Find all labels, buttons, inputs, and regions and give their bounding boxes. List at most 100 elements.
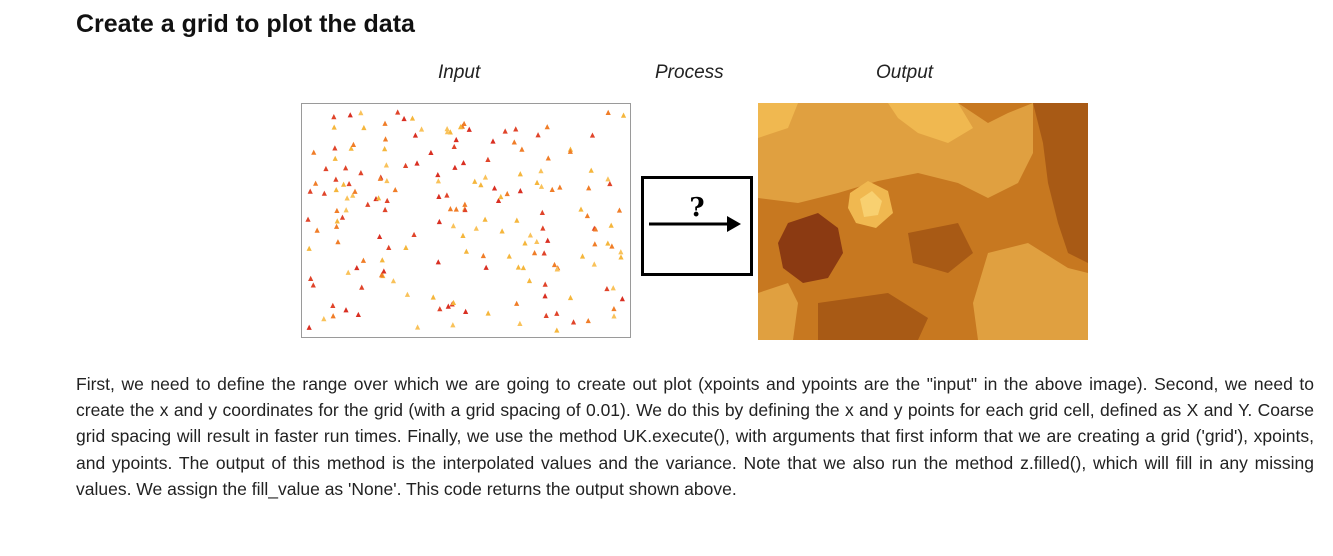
input-data-point bbox=[616, 207, 623, 213]
input-data-point bbox=[343, 307, 349, 313]
input-data-point bbox=[452, 164, 458, 170]
input-data-point bbox=[462, 206, 468, 213]
input-data-point bbox=[460, 159, 467, 166]
input-data-point bbox=[333, 186, 339, 193]
section-heading: Create a grid to plot the data bbox=[76, 10, 415, 38]
input-data-point bbox=[321, 316, 327, 322]
input-data-point bbox=[543, 312, 549, 319]
input-data-point bbox=[611, 305, 617, 312]
input-data-point bbox=[352, 188, 358, 194]
input-data-point bbox=[515, 264, 521, 270]
input-data-point bbox=[592, 226, 599, 232]
input-data-point bbox=[343, 165, 349, 171]
input-data-point bbox=[358, 170, 364, 176]
output-interpolated-image bbox=[758, 103, 1088, 340]
input-data-point bbox=[450, 299, 457, 306]
input-data-point bbox=[514, 300, 520, 306]
input-data-point bbox=[545, 237, 551, 243]
input-data-point bbox=[346, 180, 352, 187]
input-data-point bbox=[608, 222, 614, 228]
input-data-point bbox=[511, 139, 517, 145]
input-data-point bbox=[527, 232, 533, 238]
input-data-point bbox=[491, 185, 498, 191]
input-data-point bbox=[378, 272, 385, 278]
input-data-point bbox=[478, 182, 484, 188]
input-data-point bbox=[611, 313, 617, 319]
input-data-point bbox=[365, 201, 371, 207]
input-data-point bbox=[517, 320, 523, 326]
input-data-point bbox=[462, 201, 468, 207]
input-data-point bbox=[605, 109, 611, 116]
input-scatter-plot bbox=[305, 109, 627, 333]
input-data-point bbox=[499, 228, 505, 234]
input-data-point bbox=[485, 156, 491, 162]
input-data-point bbox=[437, 306, 443, 312]
input-data-point bbox=[460, 232, 466, 238]
input-data-point bbox=[314, 227, 320, 233]
input-data-point bbox=[588, 167, 594, 173]
input-data-point bbox=[307, 188, 313, 194]
input-data-point bbox=[618, 249, 624, 255]
input-data-point bbox=[414, 160, 420, 166]
input-data-point bbox=[308, 275, 314, 281]
input-data-point bbox=[334, 207, 340, 214]
input-data-point bbox=[306, 245, 312, 251]
input-data-point bbox=[495, 197, 502, 203]
input-data-point bbox=[360, 257, 367, 263]
input-data-point bbox=[412, 132, 419, 138]
input-data-point bbox=[453, 206, 459, 212]
process-question-mark: ? bbox=[689, 193, 704, 223]
input-data-point bbox=[522, 240, 528, 246]
input-data-point bbox=[350, 141, 357, 147]
input-data-point bbox=[382, 136, 389, 142]
input-data-point bbox=[379, 257, 385, 263]
input-data-point bbox=[607, 180, 613, 187]
input-data-point bbox=[409, 115, 416, 121]
input-data-point bbox=[504, 190, 510, 197]
input-data-point bbox=[313, 180, 319, 186]
input-data-point bbox=[540, 225, 546, 231]
input-data-point bbox=[375, 195, 382, 201]
input-data-point bbox=[430, 294, 436, 300]
input-data-point bbox=[332, 145, 338, 151]
input-data-point bbox=[605, 240, 611, 246]
input-data-point bbox=[359, 284, 365, 290]
input-data-point bbox=[444, 192, 450, 198]
input-data-point bbox=[538, 168, 544, 174]
input-data-point bbox=[341, 181, 347, 187]
input-data-point bbox=[584, 212, 590, 219]
input-data-point bbox=[435, 171, 441, 178]
input-data-point bbox=[544, 124, 550, 130]
input-data-point bbox=[531, 250, 538, 256]
input-data-point bbox=[447, 206, 454, 212]
input-data-point bbox=[554, 327, 560, 333]
input-data-point bbox=[506, 253, 512, 259]
input-data-point bbox=[436, 218, 442, 225]
input-data-point bbox=[428, 149, 434, 156]
input-data-point bbox=[453, 136, 459, 143]
input-data-point bbox=[514, 217, 520, 223]
input-data-point bbox=[620, 112, 627, 118]
input-data-point bbox=[535, 132, 541, 138]
input-data-point bbox=[472, 178, 478, 184]
input-data-point bbox=[333, 223, 340, 229]
input-data-point bbox=[517, 188, 523, 194]
input-data-point bbox=[395, 109, 401, 115]
input-data-point bbox=[482, 174, 489, 180]
input-data-point bbox=[344, 195, 350, 201]
input-data-point bbox=[377, 175, 383, 181]
input-data-point bbox=[306, 324, 312, 330]
input-data-point bbox=[579, 253, 586, 259]
input-data-point bbox=[450, 223, 456, 229]
input-data-point bbox=[609, 243, 615, 249]
input-data-point bbox=[355, 311, 361, 318]
input-data-point bbox=[538, 183, 545, 189]
input-data-point bbox=[520, 264, 526, 271]
input-data-point bbox=[618, 254, 624, 260]
input-data-point bbox=[554, 266, 560, 272]
input-data-point bbox=[435, 259, 441, 265]
input-data-point bbox=[354, 264, 360, 271]
input-data-point bbox=[310, 282, 316, 288]
input-data-point bbox=[534, 179, 540, 185]
input-data-point bbox=[403, 162, 409, 168]
